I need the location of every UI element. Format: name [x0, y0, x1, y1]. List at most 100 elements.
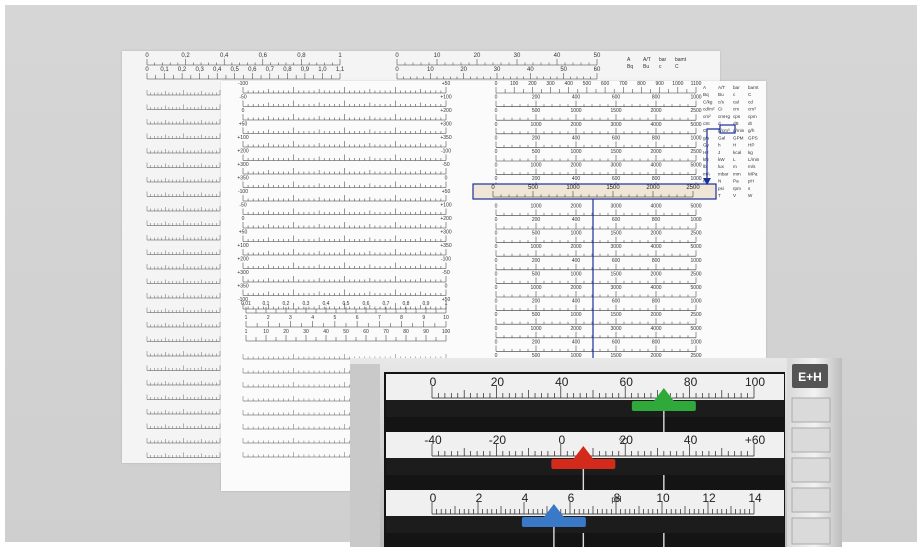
front-left-scale-1: -100+50 — [238, 81, 450, 93]
tick-label: +200 — [237, 257, 248, 263]
front-right-scale-11: 02004006008001000 — [495, 217, 702, 229]
tick-label: 2000 — [570, 326, 581, 332]
tick-label: 1000 — [570, 312, 581, 318]
tick-label: 500 — [532, 108, 541, 114]
unit-label: mA — [703, 171, 711, 176]
scale-label: 14 — [748, 491, 762, 505]
tick-label: 50 — [343, 329, 349, 335]
front-right-scale-7: 010002000300040005000 — [495, 163, 702, 175]
unit-label: lb — [703, 164, 707, 169]
tick-label: 600 — [601, 81, 610, 87]
unit-label: d — [718, 121, 721, 126]
tick-label: 90 — [423, 329, 429, 335]
unit-label: A — [627, 57, 631, 63]
unit-label: Bu — [643, 64, 649, 70]
side-button-1 — [792, 398, 830, 422]
back-scale-right-1: 01020304050 — [395, 53, 601, 65]
back-ruler-row — [147, 409, 220, 414]
back-ruler-row — [147, 192, 220, 197]
front-right-scale-19: 010002000300040005000 — [495, 326, 702, 338]
tick-label: 800 — [637, 81, 646, 87]
unit-label: C — [675, 64, 679, 70]
tick-label: 0 — [495, 217, 498, 223]
back-ruler-row — [147, 366, 220, 371]
unit-label: N — [718, 179, 721, 184]
scale-slot — [386, 400, 784, 417]
tick-label: 400 — [572, 299, 581, 305]
unit-label: mV — [703, 179, 711, 184]
unit-label: cm² — [703, 114, 711, 119]
tick-label: 0 — [495, 258, 498, 264]
back-ruler-row — [147, 308, 220, 313]
tick-label: 7 — [378, 315, 381, 321]
tick-label: 30 — [303, 329, 309, 335]
tick-label: 100 — [510, 81, 519, 87]
front-right-scale-15: 05001000150020002500 — [495, 271, 702, 283]
back-ruler-row — [147, 337, 220, 342]
tick-label: 600 — [612, 217, 621, 223]
back-ruler-row — [147, 177, 220, 182]
tick-label: 600 — [612, 135, 621, 141]
back-ruler-row — [147, 264, 220, 269]
back-ruler-row — [147, 380, 220, 385]
tick-label: 600 — [612, 176, 621, 182]
unit-label: A/T — [718, 85, 725, 90]
tick-label: 10 — [427, 67, 434, 73]
front-log-scale-3: 1102030405060708090100 — [245, 329, 451, 341]
tick-label: 1,0 — [318, 67, 327, 73]
front-left-scale-12: +50+300 — [239, 230, 452, 242]
unit-label: T — [718, 193, 721, 198]
unit-label: Gy — [703, 143, 710, 148]
tick-label: 2000 — [570, 122, 581, 128]
tick-label: 200 — [532, 299, 541, 305]
tick-label: 1000 — [570, 231, 581, 237]
tick-label: 0 — [242, 108, 245, 114]
tick-label: 3000 — [610, 163, 621, 169]
tick-label: 0 — [495, 244, 498, 250]
unit-label: cpm — [748, 114, 757, 119]
unit-label: C/kg — [703, 99, 713, 104]
unit-label: g/h — [748, 128, 755, 133]
unit-label: g/cm³ — [718, 128, 730, 133]
tick-label: 400 — [572, 135, 581, 141]
unit-label: bar — [733, 85, 740, 90]
front-left-scale-15: +300-50 — [237, 270, 449, 282]
tick-label: 600 — [612, 339, 621, 345]
tick-label: 0,8 — [403, 301, 410, 307]
tick-label: 200 — [532, 135, 541, 141]
front-left-scale-7: +300-50 — [237, 162, 449, 174]
unit-label: s — [748, 186, 751, 191]
tick-label: 400 — [572, 339, 581, 345]
device-scales: 020406080100-40-2002040+60°C02468101214p… — [386, 374, 784, 547]
tick-label: 1 — [245, 329, 248, 335]
tick-label: -100 — [441, 257, 451, 263]
tick-label: 1000 — [690, 176, 701, 182]
front-left-scale-9: -100+50 — [238, 189, 450, 201]
tick-label: 600 — [612, 95, 621, 101]
unit-label: Bq — [627, 64, 633, 70]
back-scale-right-2: 0102030405060 — [395, 67, 601, 79]
front-right-scale-2: 02004006008001000 — [495, 95, 702, 107]
scale-label: 0 — [558, 433, 565, 447]
scale-strip — [386, 374, 784, 400]
tick-label: -100 — [238, 81, 248, 87]
side-button-4 — [792, 488, 830, 512]
unit-label: GPS — [748, 135, 758, 140]
unit-label: V — [733, 193, 737, 198]
tick-label: 1 — [338, 53, 342, 59]
tick-label: 1000 — [530, 285, 541, 291]
tick-label: 1000 — [530, 122, 541, 128]
unit-label: cps — [733, 114, 741, 119]
tick-label: 800 — [652, 258, 661, 264]
unit-label: g/min — [733, 128, 745, 133]
tick-label: 1000 — [690, 258, 701, 264]
tick-label: 4000 — [650, 203, 661, 209]
tick-label: 0 — [495, 122, 498, 128]
tick-label: 1000 — [690, 95, 701, 101]
tick-label: 200 — [532, 95, 541, 101]
back-ruler-row — [147, 119, 220, 124]
unit-label: cd/m² — [703, 107, 715, 112]
unit-label: h — [718, 143, 721, 148]
tick-label: +200 — [440, 216, 451, 222]
